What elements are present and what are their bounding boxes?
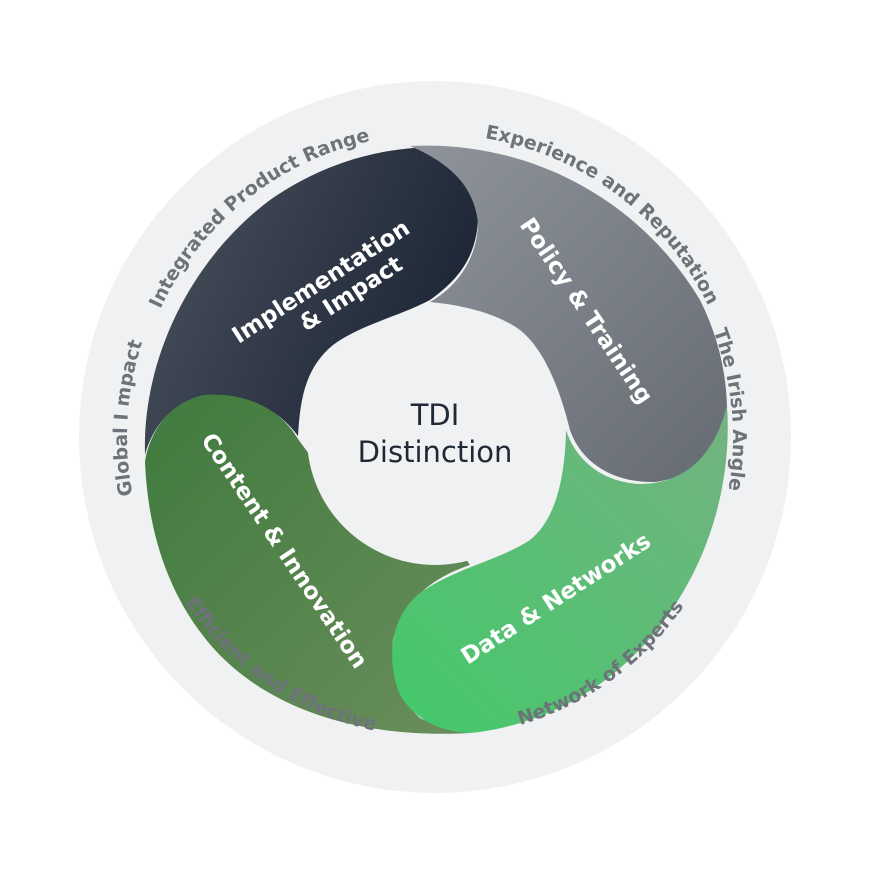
segment-policy-training — [410, 145, 728, 483]
segment-implementation-impact — [144, 147, 478, 455]
segment-content-innovation — [145, 393, 470, 734]
center-title-line2: Distinction — [358, 435, 513, 469]
center-circle — [307, 309, 563, 565]
center-title-line1: TDI — [410, 398, 460, 432]
segment-data-networks — [392, 405, 728, 733]
